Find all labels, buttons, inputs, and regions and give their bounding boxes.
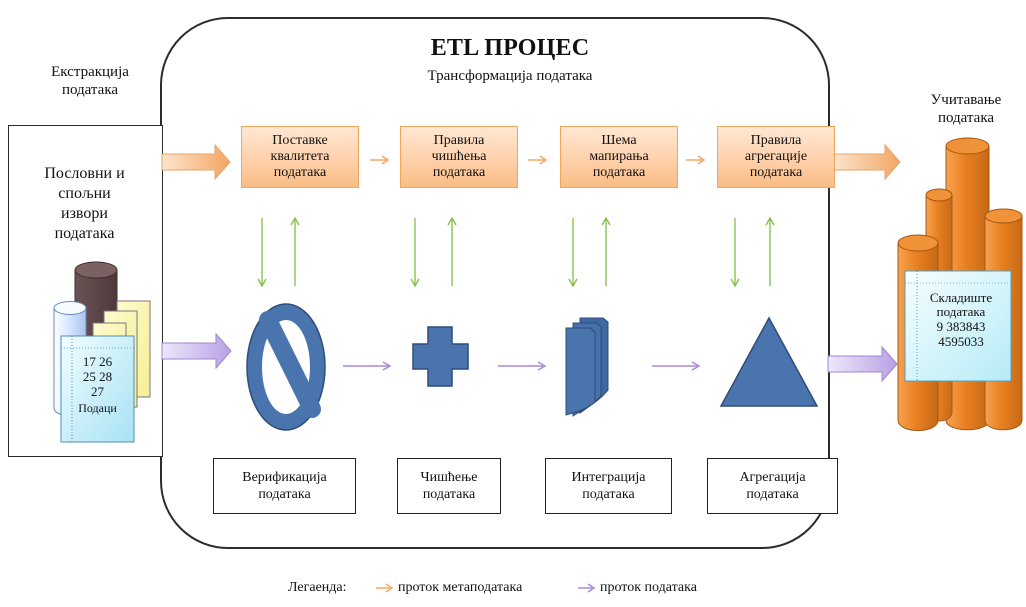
integration-icon bbox=[565, 317, 609, 417]
verification-icon bbox=[246, 303, 326, 431]
big-purple-arrows bbox=[161, 332, 898, 383]
source-label: Пословни и спољни извори података bbox=[44, 165, 125, 242]
loading-title: Учитавање података bbox=[930, 92, 1002, 126]
warehouse-illustration bbox=[897, 137, 1023, 431]
verification-box: Верификација података bbox=[213, 458, 356, 514]
aggregation-icon bbox=[719, 316, 819, 407]
metadata-flow-legend: проток метаподатака bbox=[398, 580, 523, 595]
transformation-subtitle: Трансформација података bbox=[427, 68, 593, 84]
quality-settings-box: Поставке квалитета података bbox=[241, 126, 359, 188]
warehouse-label-1: Складиште bbox=[929, 290, 993, 305]
source-data-value-2: 25 28 bbox=[82, 369, 113, 384]
source-data-value-3: 27 bbox=[91, 384, 104, 399]
vertical-green-arrows bbox=[257, 216, 775, 288]
etl-process-title: ETL ПРОЦЕС bbox=[430, 35, 590, 61]
cleaning-icon bbox=[412, 326, 469, 387]
legend-label: Легаенда: bbox=[288, 580, 347, 595]
warehouse-value-1: 9 383843 bbox=[936, 319, 986, 334]
warehouse-label-2: података bbox=[936, 304, 986, 319]
source-storage-illustration bbox=[53, 261, 151, 443]
cleaning-rules-box: Правила чишћења података bbox=[400, 126, 518, 188]
cleaning-box: Чишћење података bbox=[397, 458, 501, 514]
data-flow-arrows bbox=[343, 361, 701, 371]
data-flow-legend: проток података bbox=[600, 580, 697, 595]
metadata-flow-arrows bbox=[370, 155, 706, 165]
aggregation-rules-box: Правила агрегације података bbox=[717, 126, 835, 188]
source-data-value-1: 17 26 bbox=[82, 354, 113, 369]
integration-box: Интеграција података bbox=[545, 458, 672, 514]
extraction-title: Екстракција података bbox=[51, 64, 129, 98]
warehouse-value-2: 4595033 bbox=[938, 334, 984, 349]
aggregation-box: Агрегација података bbox=[707, 458, 838, 514]
legend-arrows bbox=[376, 583, 596, 593]
big-orange-arrows bbox=[161, 143, 901, 181]
mapping-schema-box: Шема мапирања података bbox=[560, 126, 678, 188]
source-data-caption: Подаци bbox=[78, 401, 117, 415]
